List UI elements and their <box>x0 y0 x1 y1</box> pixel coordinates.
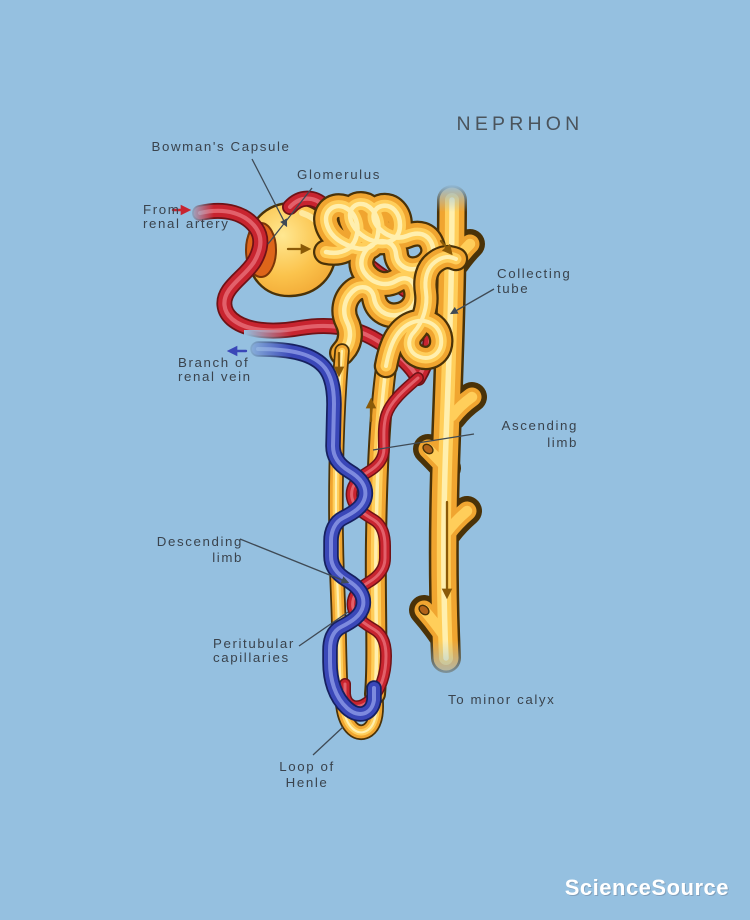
collecting-tube-open-end-upper <box>422 443 434 455</box>
label-peritubular-capillaries-2: capillaries <box>213 650 290 665</box>
leader-collecting-tube <box>449 288 495 315</box>
label-loop-of-henle-1: Loop of <box>279 759 335 774</box>
leader-bowmans-capsule <box>251 158 288 228</box>
leader-ascending-limb <box>372 433 475 451</box>
leader-glomerulus <box>267 187 313 245</box>
flow-arrows <box>286 239 453 600</box>
vein-highlight <box>256 347 376 716</box>
label-from-renal-artery-2: renal artery <box>143 216 229 231</box>
collecting-bottom-fade <box>418 640 480 688</box>
renal-vein <box>250 341 382 722</box>
flow-arrow-collecting-entry-icon <box>439 239 453 256</box>
distal-core <box>384 255 458 368</box>
label-descending-limb-2: limb <box>212 550 243 565</box>
proximal-core <box>323 201 436 356</box>
watermark: ScienceSource <box>565 875 729 900</box>
leader-descending-limb <box>239 538 350 584</box>
distal-convoluted-tubule <box>373 244 469 379</box>
label-descending-limb-1: Descending <box>157 534 243 549</box>
label-from-renal-artery-1: From <box>143 202 180 217</box>
label-ascending-limb-2: limb <box>547 435 578 450</box>
label-glomerulus: Glomerulus <box>297 167 381 182</box>
vein-fade <box>244 330 292 370</box>
proximal-convoluted-tubule <box>313 191 447 366</box>
page-title: NEPRHON <box>457 113 584 135</box>
label-ascending-limb-1: Ascending <box>502 418 579 433</box>
collecting-tube-open-end-lower <box>418 604 430 616</box>
leader-loop-of-henle <box>312 726 344 756</box>
fade-overlays <box>188 184 480 688</box>
label-collecting-tube-1: Collecting <box>497 266 571 281</box>
label-peritubular-capillaries-1: Peritubular <box>213 636 295 651</box>
label-to-minor-calyx: To minor calyx <box>448 692 555 707</box>
label-collecting-tube-2: tube <box>497 281 529 296</box>
label-branch-renal-vein-1: Branch of <box>178 355 249 370</box>
leader-peritubular-capillaries <box>298 611 349 647</box>
label-branch-renal-vein-2: renal vein <box>178 369 252 384</box>
label-loop-of-henle-2: Henle <box>286 775 329 790</box>
collecting-top-fade <box>428 184 476 212</box>
artery-fade <box>188 194 214 234</box>
labels: Bowman's Capsule Glomerulus From renal a… <box>143 139 579 790</box>
label-bowmans-capsule: Bowman's Capsule <box>152 139 291 154</box>
leader-lines <box>239 158 495 756</box>
watermark-shadow: ScienceSource <box>566 876 730 901</box>
